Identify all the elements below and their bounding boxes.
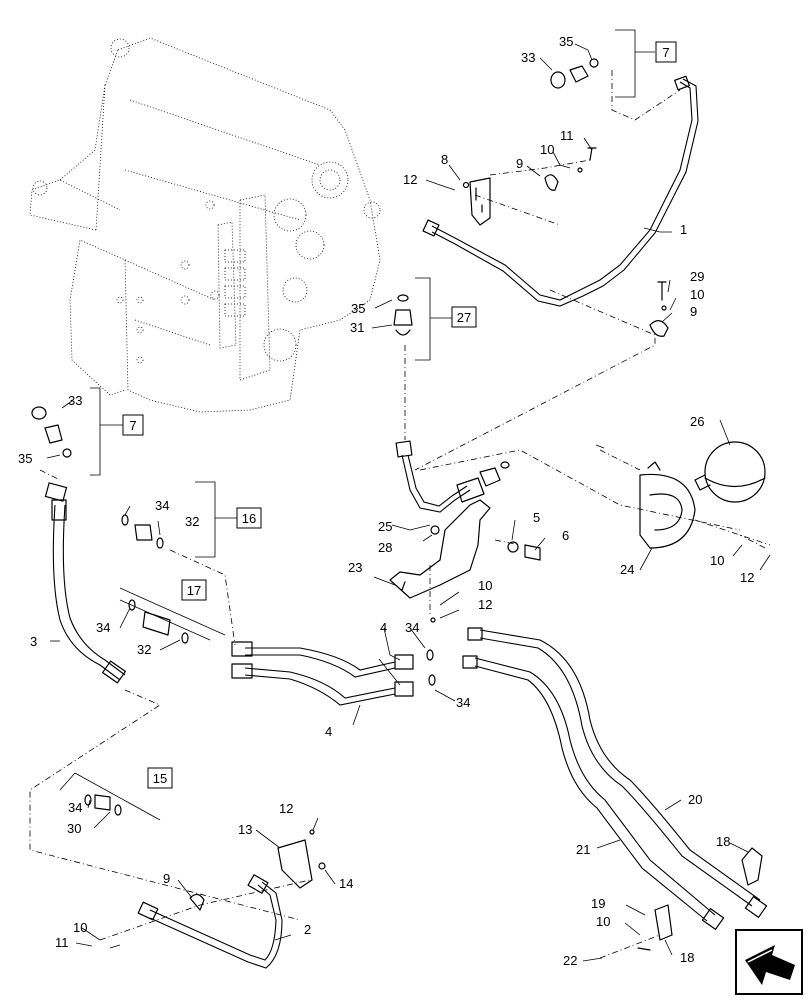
callout-10: 10 (690, 287, 704, 302)
callout-34: 34 (405, 620, 419, 635)
callout-12: 12 (403, 172, 417, 187)
callout-10: 10 (73, 920, 87, 935)
callout-32: 32 (185, 514, 199, 529)
callout-4: 4 (325, 724, 332, 739)
pipes-20-21 (462, 627, 768, 930)
fitting-33-35-left (31, 406, 72, 458)
callout-26: 26 (690, 414, 704, 429)
callout-12: 12 (740, 570, 754, 585)
callout-5: 5 (533, 510, 540, 525)
callout-11: 11 (560, 128, 574, 143)
kit-box-7-left: 7 (122, 414, 144, 436)
callout-19: 19 (591, 896, 605, 911)
callout-30: 30 (67, 821, 81, 836)
pipe-1 (422, 75, 699, 307)
fitting-33-35-top (550, 58, 599, 89)
kit-box-27: 27 (451, 306, 477, 328)
callout-4: 4 (380, 620, 387, 635)
svg-text:7: 7 (662, 45, 669, 60)
clip-18-bottom (654, 904, 673, 941)
callout-12: 12 (478, 597, 492, 612)
callout-33: 33 (68, 393, 82, 408)
bracket-13 (277, 839, 313, 889)
pipe-25 (395, 440, 510, 513)
callout-24: 24 (620, 562, 634, 577)
fitting-32-34-kit17 (128, 599, 189, 644)
bushing-28 (430, 525, 440, 535)
callout-2: 2 (304, 922, 311, 937)
callout-29: 29 (690, 269, 704, 284)
callout-9: 9 (516, 156, 523, 171)
callout-28: 28 (378, 540, 392, 555)
bracket-24 (639, 461, 696, 549)
hose-3 (44, 482, 126, 684)
kit-box-7-top: 7 (655, 41, 677, 63)
callout-34: 34 (68, 800, 82, 815)
callout-34: 34 (456, 695, 470, 710)
fitting-30-34-kit15 (84, 794, 122, 816)
callout-20: 20 (688, 792, 702, 807)
callout-3: 3 (30, 634, 37, 649)
transmission-housing-icon (29, 37, 381, 413)
callout-23: 23 (348, 560, 362, 575)
callout-32: 32 (137, 642, 151, 657)
callout-35: 35 (18, 451, 32, 466)
callout-10: 10 (596, 914, 610, 929)
bracket-23 (389, 499, 491, 599)
callout-9: 9 (163, 871, 170, 886)
clip-18-top (741, 847, 763, 886)
svg-text:7: 7 (129, 418, 136, 433)
accumulator-sphere-icon (694, 441, 766, 503)
pipe-2 (137, 874, 283, 969)
svg-text:15: 15 (153, 771, 167, 786)
hoses-4 (231, 641, 414, 706)
callouts: 1 2 3 4 4 5 6 8 9 9 9 10 10 10 10 10 10 … (18, 34, 754, 968)
callout-10: 10 (540, 142, 554, 157)
leader-lines (46, 43, 771, 962)
callout-8: 8 (441, 152, 448, 167)
kit-box-17: 17 (181, 579, 207, 601)
callout-33: 33 (521, 50, 535, 65)
fitting-32-34-kit16 (121, 514, 164, 549)
svg-text:27: 27 (457, 310, 471, 325)
svg-text:16: 16 (242, 511, 256, 526)
callout-25: 25 (378, 519, 392, 534)
callout-22: 22 (563, 953, 577, 968)
callout-10: 10 (478, 578, 492, 593)
svg-text:17: 17 (187, 583, 201, 598)
bolt-5-6 (507, 541, 541, 561)
callout-14: 14 (339, 876, 353, 891)
fitting-31-35 (393, 294, 413, 336)
callout-18: 18 (716, 834, 730, 849)
callout-35: 35 (351, 301, 365, 316)
callout-1: 1 (680, 222, 687, 237)
callout-21: 21 (576, 842, 590, 857)
callout-35: 35 (559, 34, 573, 49)
forward-arrow-icon[interactable] (735, 929, 803, 995)
callout-18: 18 (680, 950, 694, 965)
callout-13: 13 (238, 822, 252, 837)
callout-34: 34 (155, 498, 169, 513)
callout-31: 31 (350, 320, 364, 335)
kit-box-16: 16 (236, 507, 262, 529)
bracket-8 (469, 177, 491, 226)
callout-12: 12 (279, 801, 293, 816)
kit-box-15: 15 (147, 767, 173, 789)
callout-34: 34 (96, 620, 110, 635)
kit-brackets (90, 29, 655, 558)
callout-6: 6 (562, 528, 569, 543)
callout-11: 11 (55, 935, 69, 950)
clip-9-top (544, 174, 559, 191)
callout-10: 10 (710, 553, 724, 568)
callout-9: 9 (690, 304, 697, 319)
